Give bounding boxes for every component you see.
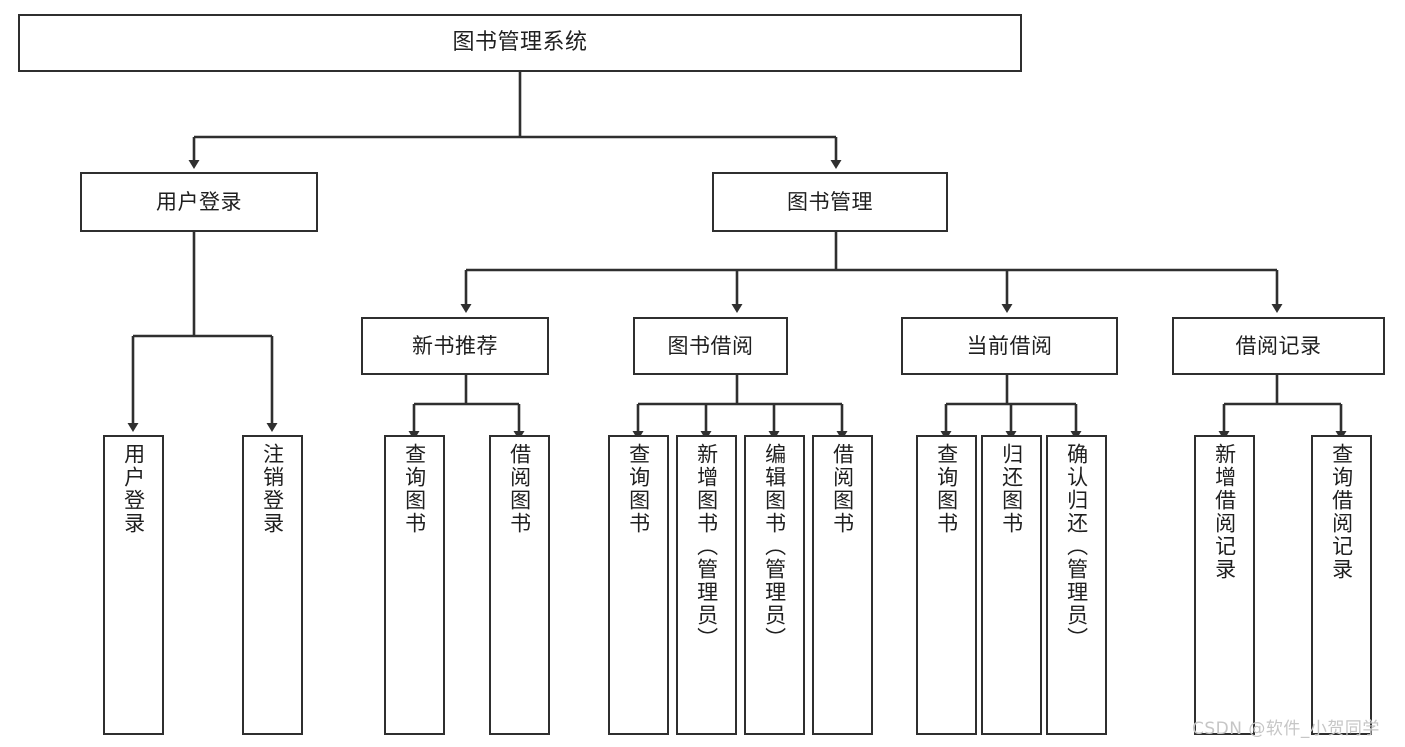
node-leaf-return-book[interactable]: 归还图书 [981, 435, 1042, 735]
node-book-borrow[interactable]: 图书借阅 [633, 317, 788, 375]
node-leaf-confirm-return-admin[interactable]: 确认归还（管理员） [1046, 435, 1107, 735]
node-current-borrow[interactable]: 当前借阅 [901, 317, 1118, 375]
node-label: 查询图书 [402, 443, 427, 535]
node-book-management[interactable]: 图书管理 [712, 172, 948, 232]
node-label: 新增借阅记录 [1212, 443, 1237, 581]
node-leaf-borrow-book[interactable]: 借阅图书 [812, 435, 873, 735]
node-label: 借阅图书 [507, 443, 532, 535]
node-leaf-edit-book-admin[interactable]: 编辑图书（管理员） [744, 435, 805, 735]
node-label: 图书管理 [787, 189, 873, 214]
node-label: 查询借阅记录 [1329, 443, 1354, 581]
node-leaf-query-book-recommend[interactable]: 查询图书 [384, 435, 445, 735]
node-leaf-borrow-book-recommend[interactable]: 借阅图书 [489, 435, 550, 735]
node-book-management-system[interactable]: 图书管理系统 [18, 14, 1022, 72]
node-label: 借阅图书 [830, 443, 855, 535]
node-label: 图书借阅 [667, 333, 754, 358]
node-label: 图书管理系统 [452, 30, 588, 56]
node-label: 用户登录 [121, 443, 146, 535]
node-user-login[interactable]: 用户登录 [80, 172, 318, 232]
node-label: 编辑图书（管理员） [762, 443, 787, 650]
node-leaf-logout[interactable]: 注销登录 [242, 435, 303, 735]
node-label: 注销登录 [260, 443, 285, 535]
node-leaf-add-borrow-record[interactable]: 新增借阅记录 [1194, 435, 1255, 735]
node-label: 当前借阅 [966, 333, 1053, 358]
node-leaf-query-book[interactable]: 查询图书 [608, 435, 669, 735]
node-borrow-record[interactable]: 借阅记录 [1172, 317, 1385, 375]
node-leaf-query-borrow-record[interactable]: 查询借阅记录 [1311, 435, 1372, 735]
node-leaf-add-book-admin[interactable]: 新增图书（管理员） [676, 435, 737, 735]
node-leaf-query-book-current[interactable]: 查询图书 [916, 435, 977, 735]
node-label: 归还图书 [999, 443, 1024, 535]
node-new-book-recommend[interactable]: 新书推荐 [361, 317, 549, 375]
node-label: 新书推荐 [412, 333, 498, 358]
node-leaf-user-login[interactable]: 用户登录 [103, 435, 164, 735]
node-label: 借阅记录 [1235, 333, 1322, 358]
node-label: 确认归还（管理员） [1064, 443, 1089, 650]
node-label: 新增图书（管理员） [694, 443, 719, 650]
node-label: 查询图书 [934, 443, 959, 535]
node-label: 查询图书 [626, 443, 651, 535]
node-label: 用户登录 [156, 189, 242, 214]
csdn-watermark: CSDN @软件_小贺同学 [1192, 719, 1380, 739]
